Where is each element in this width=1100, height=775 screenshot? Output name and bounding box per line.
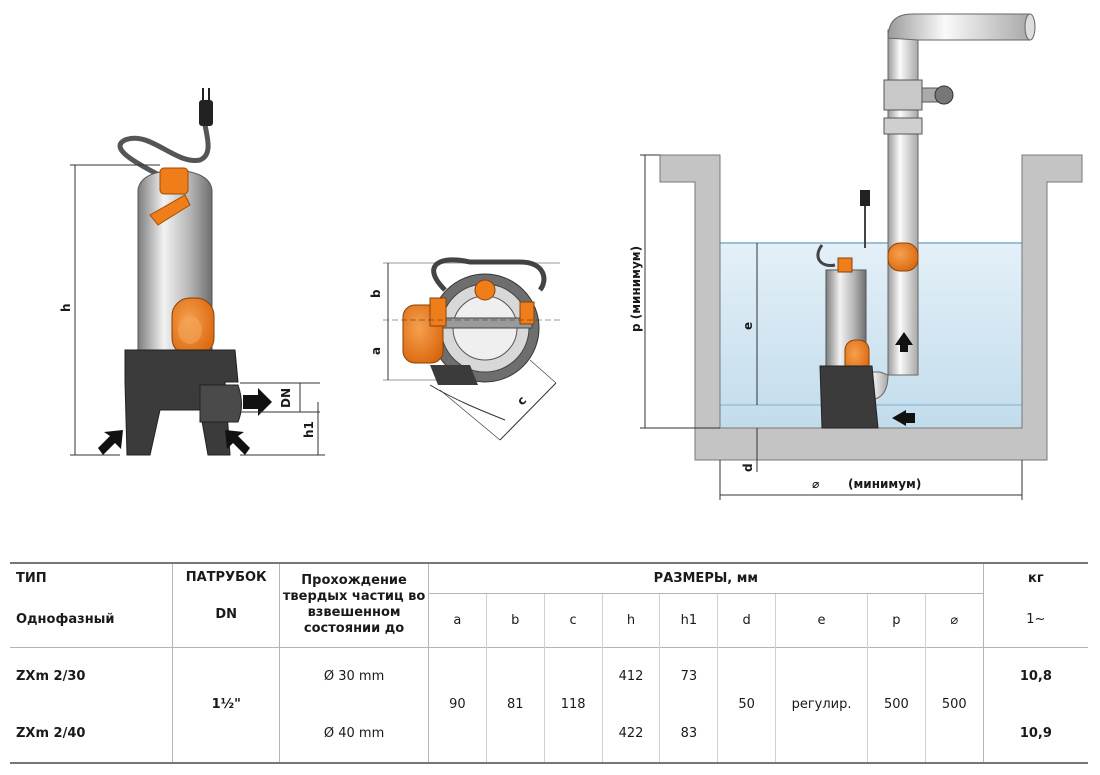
dim-label-h: h [59,303,73,312]
header-weight: кг [982,562,1088,593]
row-h1: 73 [659,646,718,705]
row-type: ZXm 2/40 [10,705,173,764]
table-row: ZXm 2/30 1½" Ø 30 mm 90 81 118 412 73 50… [10,646,1088,764]
dim-col-p: p [866,592,926,647]
row-solids: Ø 30 mm [279,646,429,705]
header-weight-sub: 1~ [982,593,1088,647]
row-h: 422 [601,705,660,764]
header-port-sub: DN [215,607,238,622]
cell-c: 118 [543,646,603,764]
float-switch [402,297,447,364]
discharge-pipe [859,13,1036,401]
cell-diam: 500 [924,646,984,764]
plug-icon [199,88,213,126]
dim-col-e: e [775,592,868,647]
width-note: (минимум) [848,477,921,491]
header-solids: Прохождение твердых частиц во взвешенном… [279,562,429,647]
dim-col-diam: ⌀ [924,592,984,647]
installation-view: p (минимум) e d ⌀ (минимум) [629,13,1083,500]
pump-top-view: b a c [369,257,560,441]
pump-handle [159,167,189,195]
plug-icon [860,190,870,206]
inflow-arrow-icon [98,430,123,455]
cell-a: 90 [427,646,487,764]
header-type-sub: Однофазный [16,612,115,628]
float-switch [171,297,215,357]
specification-table: ТИП ПАТРУБОК DN Прохождение твердых част… [10,562,1088,764]
cell-p: 500 [866,646,926,764]
dim-col-a: a [427,592,487,647]
dim-label-b: b [369,289,383,298]
up-arrow-icon [895,332,913,352]
dim-col-d: d [717,592,776,647]
dim-col-h: h [601,592,660,647]
pump-side-view: h DN h1 [59,88,325,456]
row-type: ZXm 2/30 [10,646,173,705]
row-h1: 83 [659,705,718,764]
header-type: ТИП [10,562,173,593]
power-cable [117,124,211,188]
installed-pump [816,190,879,429]
cell-e: регулир. [775,646,868,764]
dim-col-c: c [543,592,603,647]
discharge-port [199,384,242,423]
dim-label-dn: DN [279,388,293,408]
cell-b: 81 [485,646,545,764]
dim-label-h1: h1 [302,421,316,438]
row-solids: Ø 40 mm [279,705,429,764]
table-row: ZXm 2/40 Ø 40 mm 422 83 10,9 [10,705,1088,764]
dim-label-e: e [741,322,755,330]
outflow-arrow-icon [243,388,272,416]
technical-drawings: h DN h1 b a c [59,13,1083,500]
width-symbol: ⌀ [812,477,819,491]
dim-label-d: d [741,463,755,472]
pump-base [124,349,239,456]
row-weight: 10,9 [982,705,1088,764]
dim-label-p: p (минимум) [629,246,643,332]
cell-d: 50 [717,646,776,764]
header-dimensions: РАЗМЕРЫ, мм [427,562,984,593]
cell-dn: 1½" [172,646,280,764]
inflow-arrow-icon [225,430,250,455]
header-port: ПАТРУБОК [185,570,267,585]
dim-col-b: b [485,592,545,647]
level-float [887,242,919,272]
inflow-arrow-icon [892,410,915,426]
dim-label-c: c [514,393,529,408]
row-weight: 10,8 [982,646,1088,705]
dim-col-h1: h1 [659,592,718,647]
row-h: 412 [601,646,660,705]
dim-label-a: a [369,347,383,355]
